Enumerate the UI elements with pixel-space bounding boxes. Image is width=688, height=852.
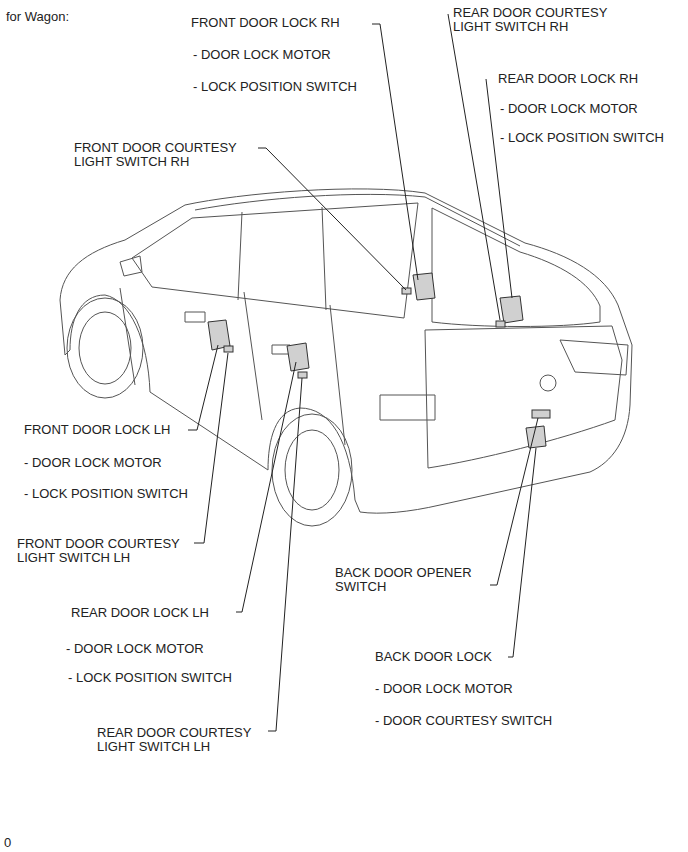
part-label: - DOOR LOCK MOTOR bbox=[24, 456, 162, 470]
figure-id: 0 bbox=[4, 836, 11, 850]
figure-title: for Wagon: bbox=[6, 10, 69, 24]
part-label: - DOOR LOCK MOTOR bbox=[500, 102, 638, 116]
part-label: BACK DOOR LOCK bbox=[375, 650, 492, 664]
leader-line bbox=[236, 362, 296, 612]
door-line bbox=[120, 288, 345, 445]
part-label: - DOOR LOCK MOTOR bbox=[66, 642, 204, 656]
leader-line bbox=[188, 345, 218, 430]
part-label: FRONT DOOR LOCK LH bbox=[24, 423, 170, 437]
part-label: - DOOR LOCK MOTOR bbox=[375, 682, 513, 696]
door-lock-part bbox=[413, 273, 435, 300]
roof-rail bbox=[195, 194, 520, 246]
part-label: REAR DOOR COURTESY LIGHT SWITCH RH bbox=[453, 6, 618, 35]
opener-switch-part bbox=[532, 410, 550, 418]
leader-line bbox=[490, 418, 538, 585]
door-handle bbox=[185, 312, 205, 322]
tailgate bbox=[425, 326, 622, 468]
part-label: - LOCK POSITION SWITCH bbox=[24, 487, 188, 501]
courtesy-switch-part bbox=[224, 346, 233, 352]
part-label: FRONT DOOR LOCK RH bbox=[191, 16, 340, 30]
courtesy-switch-part bbox=[496, 321, 505, 327]
part-label: - LOCK POSITION SWITCH bbox=[68, 671, 232, 685]
tail-light bbox=[560, 340, 628, 375]
front-rim bbox=[79, 312, 131, 384]
part-label: - DOOR LOCK MOTOR bbox=[193, 48, 331, 62]
part-label: - LOCK POSITION SWITCH bbox=[193, 80, 357, 94]
part-label: FRONT DOOR COURTESY LIGHT SWITCH RH bbox=[74, 141, 269, 170]
part-label: REAR DOOR COURTESY LIGHT SWITCH LH bbox=[97, 726, 257, 755]
part-label: REAR DOOR LOCK LH bbox=[71, 606, 209, 620]
part-label: REAR DOOR LOCK RH bbox=[498, 72, 638, 86]
rear-glass bbox=[432, 208, 600, 327]
leader-line bbox=[194, 353, 228, 543]
side-window bbox=[132, 203, 418, 318]
leader-line bbox=[508, 448, 536, 657]
leader-line bbox=[258, 148, 406, 290]
part-label: - LOCK POSITION SWITCH bbox=[500, 131, 664, 145]
pillar bbox=[238, 207, 326, 310]
license-plate bbox=[380, 395, 435, 420]
emblem bbox=[540, 375, 556, 391]
front-wheel bbox=[67, 298, 143, 398]
door-lock-part bbox=[500, 296, 523, 323]
part-label: FRONT DOOR COURTESY LIGHT SWITCH LH bbox=[17, 537, 202, 566]
mirror bbox=[120, 256, 142, 276]
courtesy-switch-part bbox=[298, 372, 307, 378]
part-label: - DOOR COURTESY SWITCH bbox=[375, 714, 552, 728]
door-lock-part bbox=[287, 343, 309, 371]
part-label: BACK DOOR OPENER SWITCH bbox=[335, 566, 485, 595]
leader-line bbox=[372, 24, 418, 280]
back-door-lock-part bbox=[526, 426, 546, 448]
courtesy-switch-part bbox=[402, 288, 411, 294]
rear-wheel bbox=[272, 414, 352, 526]
leader-line bbox=[268, 378, 302, 731]
leader-line bbox=[448, 14, 500, 320]
